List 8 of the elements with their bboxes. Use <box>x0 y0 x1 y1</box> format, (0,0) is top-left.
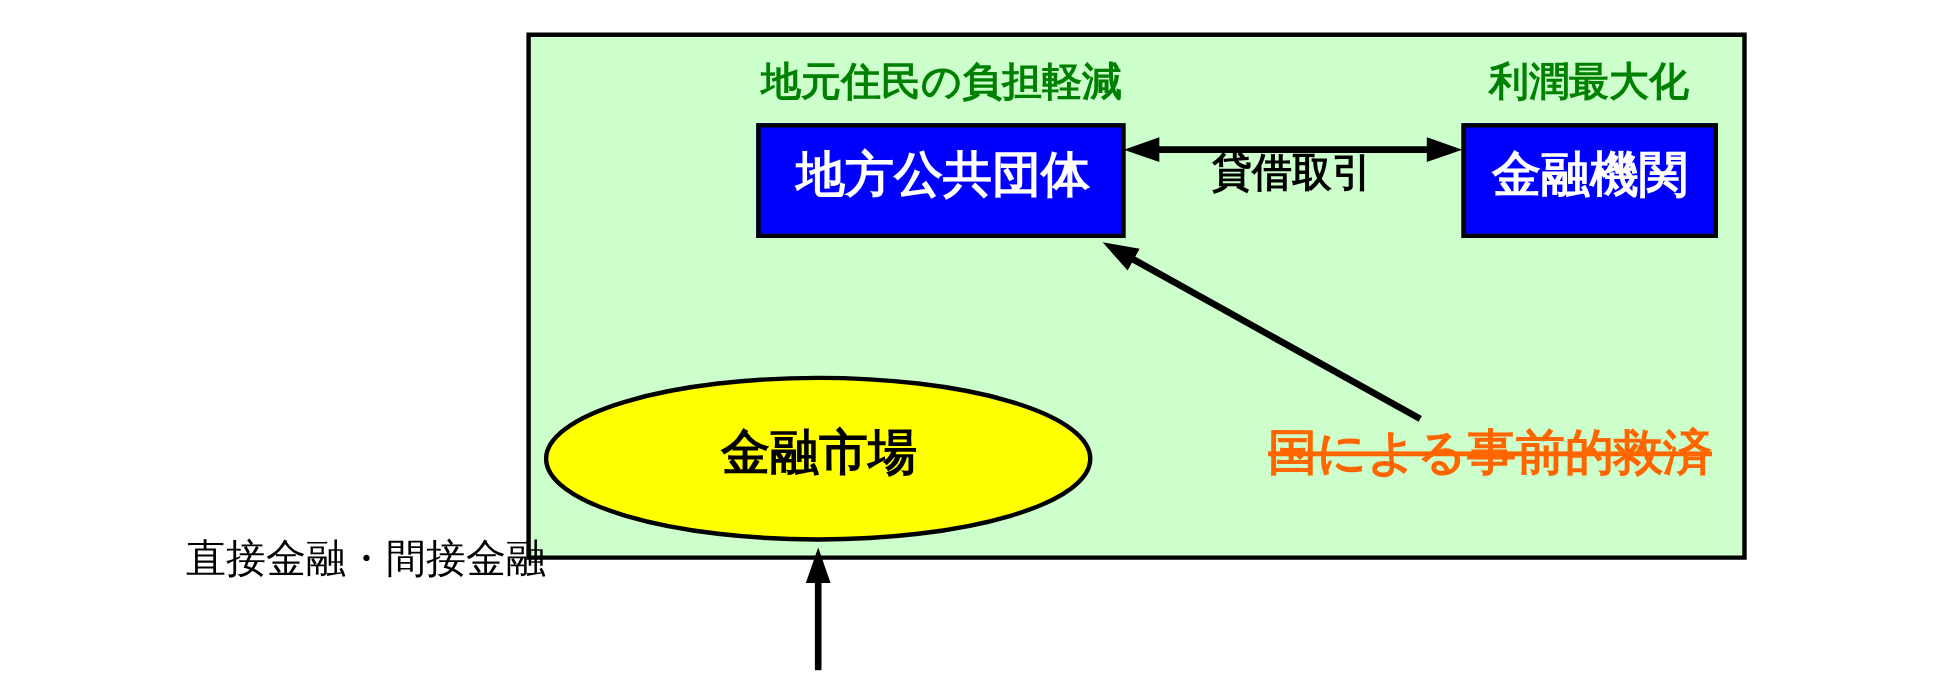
node-text: 国による事前的救済 <box>1268 423 1713 480</box>
node-label: 地元住民の負担軽減 <box>760 58 1122 105</box>
node-ellipse: 金融市場 <box>543 375 1093 542</box>
arrow <box>1123 137 1463 163</box>
arrow <box>805 547 831 671</box>
node-label: 利潤最大化 <box>1489 58 1690 105</box>
edge-label: 貸借取引 <box>1212 148 1373 195</box>
arrow <box>1102 242 1422 422</box>
